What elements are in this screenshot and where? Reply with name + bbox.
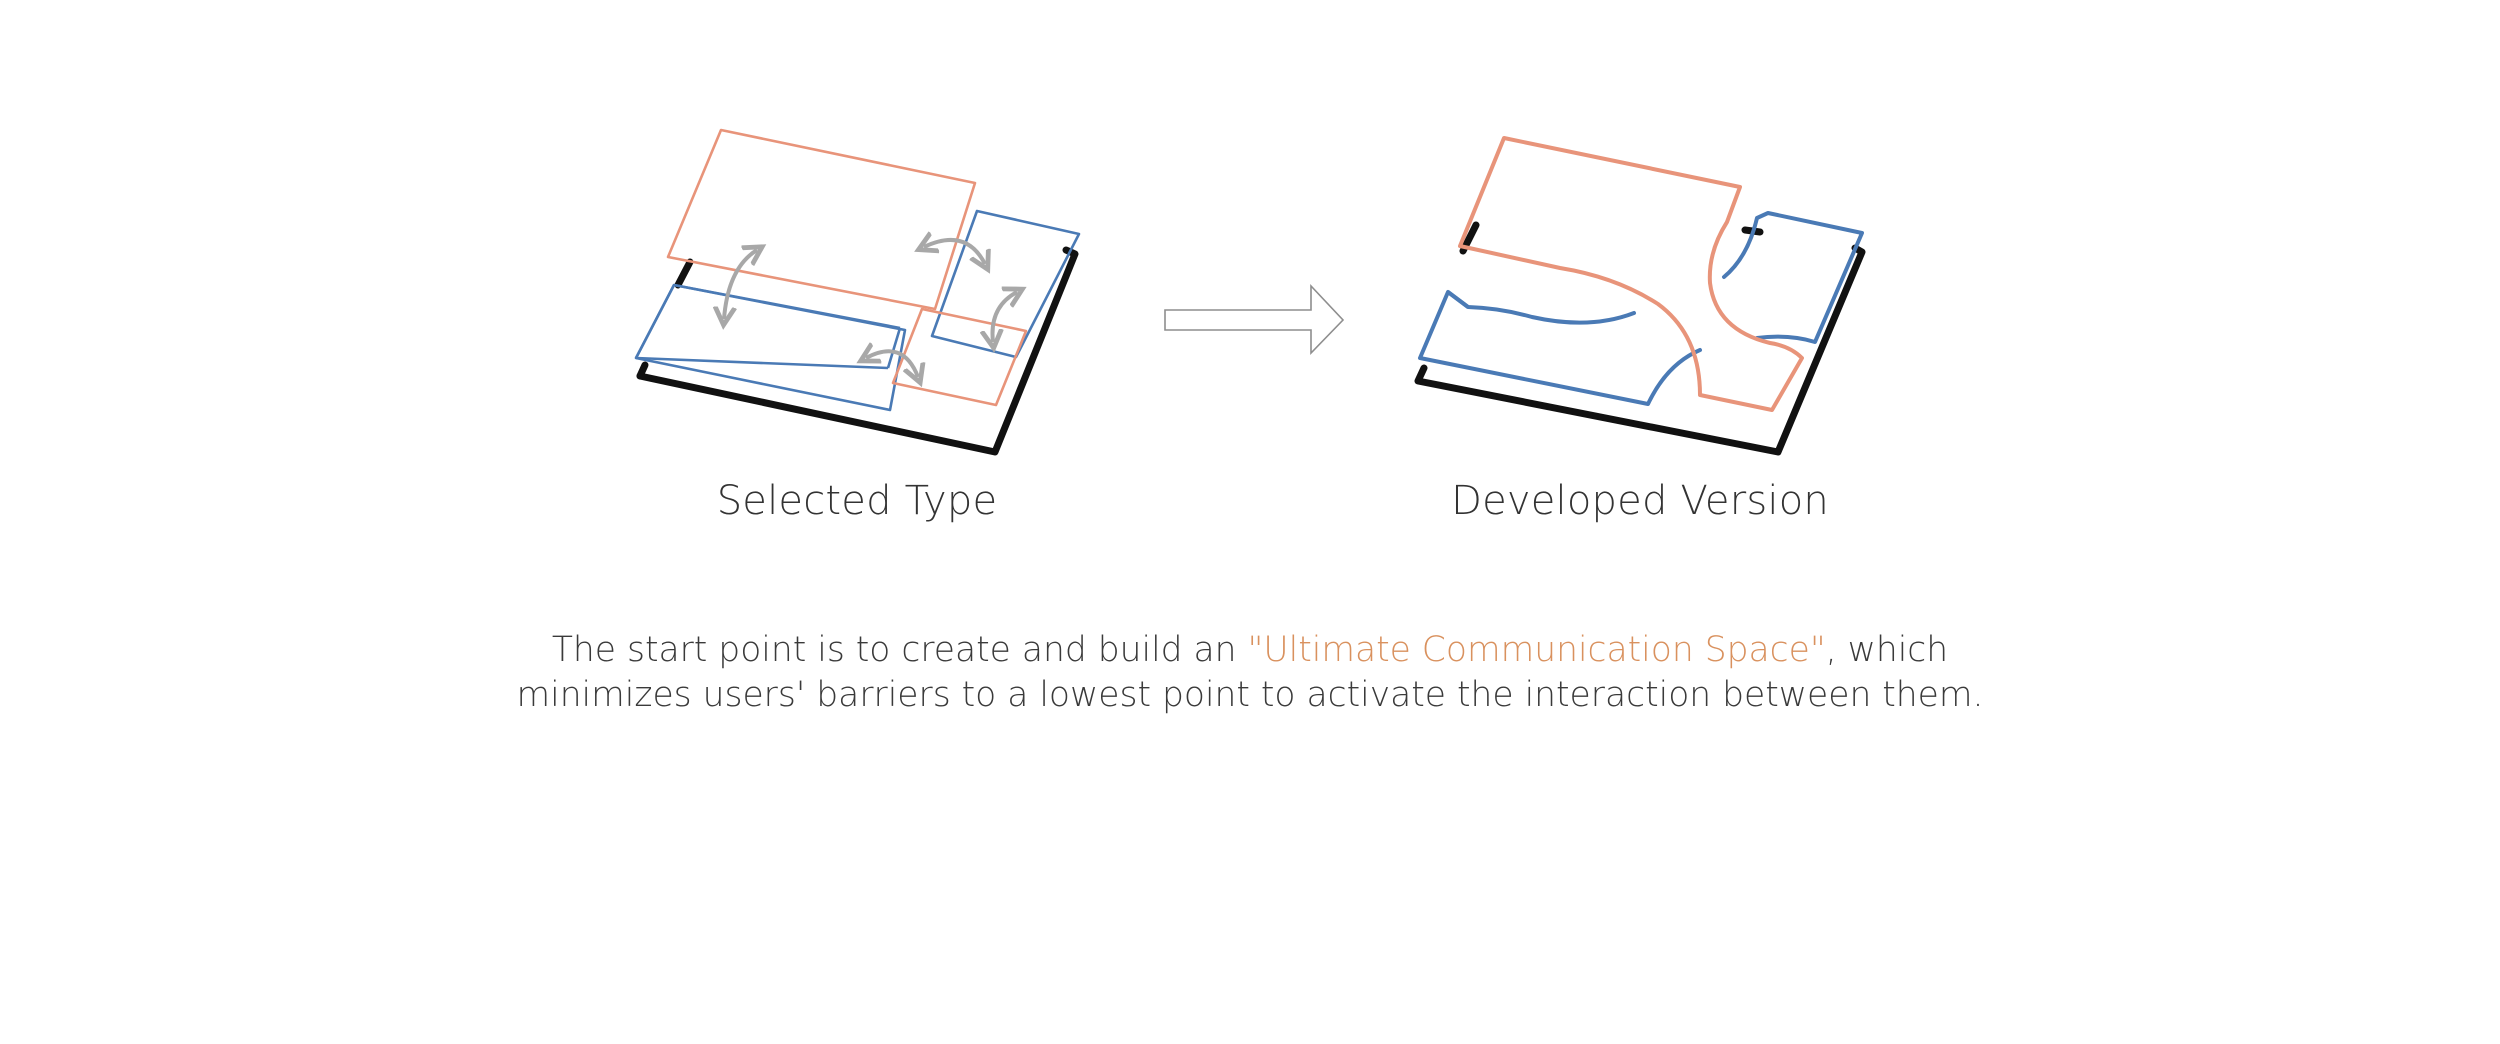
blue-plate-left [634, 283, 902, 370]
developed-version-label: Developed Version [1451, 478, 1829, 524]
selected-type-diagram [634, 128, 1081, 456]
base-plate-left [636, 246, 1079, 456]
highlighted-phrase: "Ultimate Communication Space" [1247, 630, 1826, 670]
curved-arrow-icon [924, 240, 985, 264]
curved-arrow-icon [724, 250, 757, 319]
orange-plate-top [666, 128, 977, 311]
right-arrow-icon [1164, 283, 1345, 355]
orange-plate-small [891, 307, 1028, 407]
blue-shape-right [1722, 211, 1864, 344]
blue-plate-right [930, 209, 1081, 359]
developed-version-diagram [1414, 136, 1866, 456]
description-line-1: The start point is to create and build a… [551, 630, 1949, 670]
selected-type-label: Selected Type [716, 478, 998, 524]
curved-arrow-icon [993, 292, 1018, 342]
description-text: The start point is to create and build a… [0, 628, 2500, 718]
curved-arrow-icon [866, 351, 918, 377]
orange-shape [1458, 136, 1804, 412]
blue-shape-left [1418, 290, 1702, 406]
description-line-2: minimizes users' barriers to a lowest po… [516, 675, 1984, 715]
